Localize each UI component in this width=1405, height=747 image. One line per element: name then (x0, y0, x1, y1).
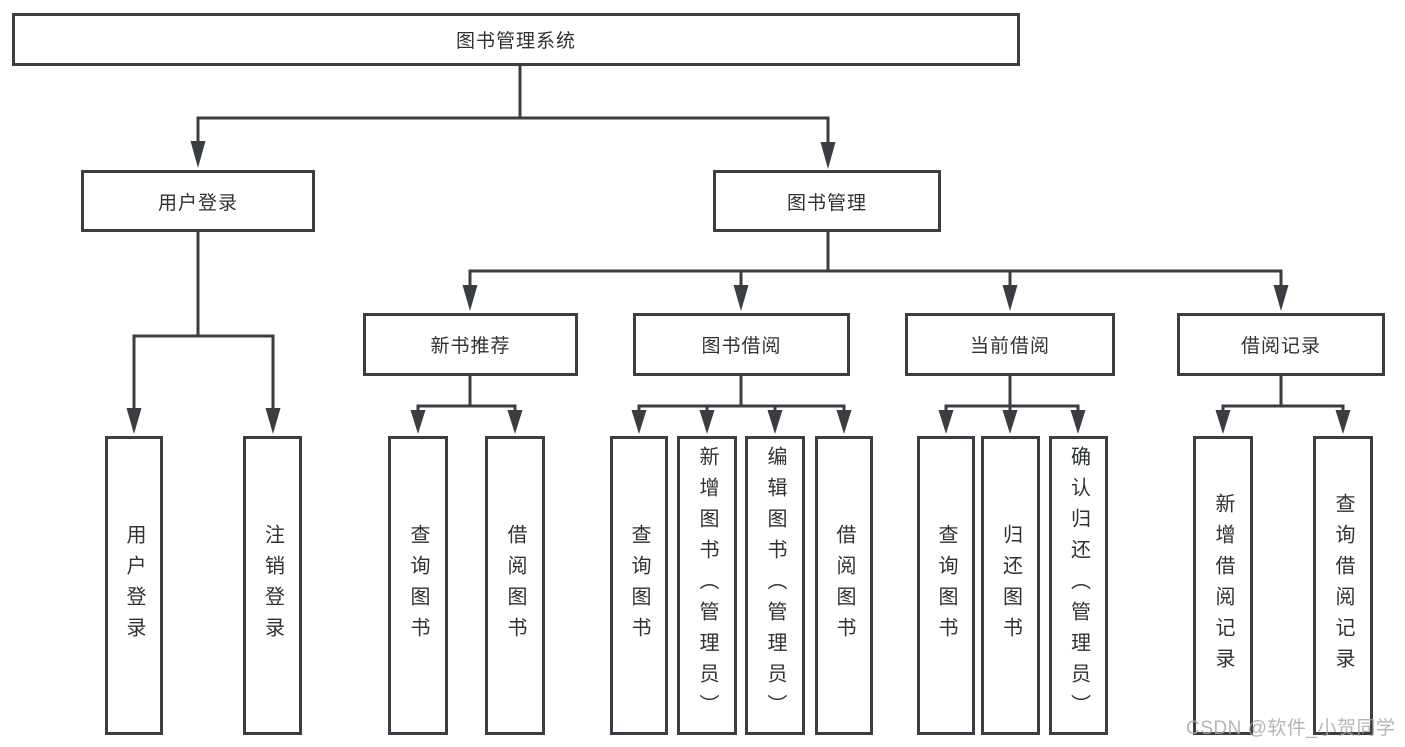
node-current-borrowing-label: 当前借阅 (969, 336, 1050, 357)
node-borrowing-records-label: 借阅记录 (1240, 336, 1321, 357)
leaf-query-books-borrowing: 查询图书 (610, 436, 668, 735)
node-user-login-label: 用户登录 (157, 192, 238, 214)
connector-current-borrowing-to-leaves (938, 376, 1086, 434)
watermark-text: CSDN @软件_小贺同学 (1186, 718, 1396, 739)
node-current-borrowing: 当前借阅 (905, 313, 1115, 376)
leaf-query-books-current: 查询图书 (917, 436, 975, 735)
connector-new-book-to-leaves (410, 376, 523, 434)
node-root-system: 图书管理系统 (12, 13, 1020, 66)
leaf-user-login: 用户登录 (105, 436, 163, 735)
leaf-query-books-recommend: 查询图书 (388, 436, 448, 735)
node-book-management: 图书管理 (713, 170, 941, 232)
connector-root-to-level2 (190, 66, 836, 169)
node-book-borrowing-label: 图书借阅 (701, 336, 782, 357)
node-root-label: 图书管理系统 (455, 31, 576, 52)
connector-user-login-to-leaves (126, 232, 281, 434)
leaf-confirm-return-admin: 确认归还（管理员） (1049, 436, 1108, 735)
leaf-return-books: 归还图书 (981, 436, 1040, 735)
node-user-login-branch: 用户登录 (81, 170, 315, 232)
leaf-add-books-admin: 新增图书（管理员） (677, 436, 737, 735)
leaf-add-borrow-record: 新增借阅记录 (1193, 436, 1253, 735)
leaf-query-borrow-record: 查询借阅记录 (1313, 436, 1373, 735)
connector-book-management-to-level3 (462, 232, 1289, 311)
leaf-logout: 注销登录 (243, 436, 302, 735)
connector-book-borrowing-to-leaves (631, 376, 852, 434)
node-new-book-recommend: 新书推荐 (363, 313, 578, 376)
leaf-edit-books-admin: 编辑图书（管理员） (745, 436, 805, 735)
connector-borrowing-records-to-leaves (1215, 376, 1351, 434)
leaf-borrow-books: 借阅图书 (815, 436, 873, 735)
node-book-management-label: 图书管理 (786, 192, 867, 214)
node-book-borrowing: 图书借阅 (633, 313, 850, 376)
node-new-book-recommend-label: 新书推荐 (430, 336, 511, 357)
node-borrowing-records: 借阅记录 (1177, 313, 1385, 376)
leaf-borrow-books-recommend: 借阅图书 (485, 436, 545, 735)
